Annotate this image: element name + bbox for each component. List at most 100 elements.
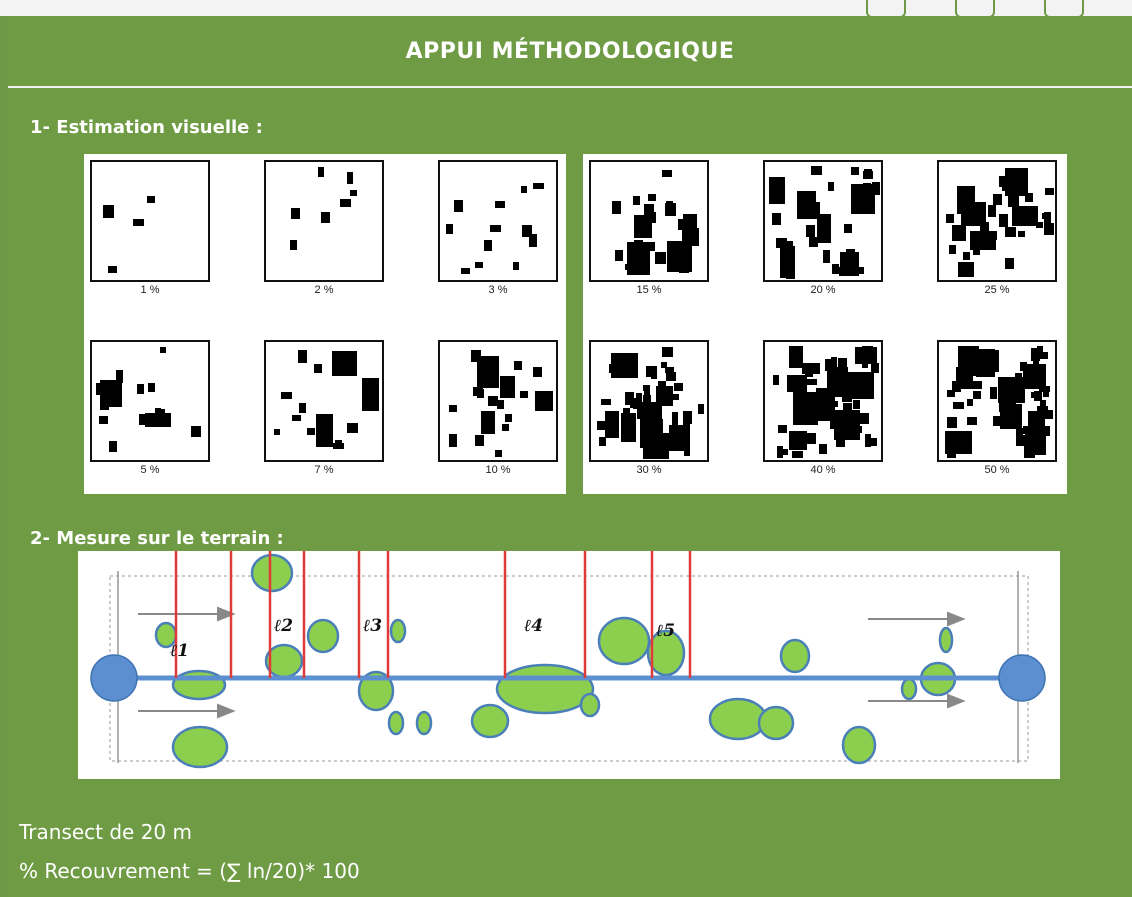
cover-patch [662, 347, 673, 357]
cover-patch [988, 205, 996, 217]
cover-patch [648, 194, 656, 201]
cover-patch [672, 412, 678, 425]
section-2-label: Mesure sur le terrain : [56, 528, 283, 549]
cover-patch [658, 381, 666, 393]
cover-patch [970, 346, 976, 355]
cover-patch [321, 212, 330, 223]
segment-label-1: ℓ1 [170, 641, 189, 661]
cover-patch [953, 402, 964, 409]
cover-patch [856, 426, 862, 433]
coverage-label: 15 % [589, 284, 709, 296]
cover-patch [792, 451, 803, 458]
page-title: APPUI MÉTHODOLOGIQUE [406, 39, 735, 64]
cover-patch [665, 203, 676, 216]
cover-patch [839, 267, 848, 276]
cover-patch [318, 167, 324, 177]
cover-patch [350, 190, 357, 196]
coverage-square [90, 160, 210, 282]
section-1-label: Estimation visuelle : [56, 117, 263, 138]
coverage-square [264, 340, 384, 462]
segment-label-4: ℓ4 [524, 616, 543, 636]
cover-patch [987, 231, 997, 240]
coverage-example: 40 % [763, 340, 883, 480]
coverage-square [937, 160, 1057, 282]
cover-patch [535, 391, 553, 411]
cover-patch [643, 433, 669, 459]
cover-patch [298, 350, 307, 363]
transect-end-marker [999, 655, 1045, 701]
coverage-example: 2 % [264, 160, 384, 300]
coverage-square [589, 160, 709, 282]
cover-patch [1005, 258, 1014, 269]
transect-length-text: Transect de 20 m [19, 820, 192, 844]
cover-patch [954, 441, 962, 454]
cover-patch [1008, 194, 1019, 207]
cover-patch [854, 377, 861, 385]
cover-patch [787, 375, 807, 392]
cover-patch [834, 374, 845, 385]
cover-patch [615, 250, 623, 261]
section-2-title: 2- Mesure sur le terrain : [30, 528, 284, 549]
cover-patch [805, 368, 813, 377]
cover-patch [597, 421, 608, 430]
cover-patch [778, 449, 788, 455]
cover-patch [674, 383, 683, 391]
cover-patch [638, 217, 646, 225]
cover-patch [139, 414, 145, 425]
cover-patch [533, 367, 542, 377]
cover-patch [495, 201, 505, 208]
transect-svg: ℓ1 ℓ2 ℓ3 ℓ4 ℓ5 [78, 551, 1060, 779]
cover-patch [1020, 362, 1027, 371]
cover-patch [609, 364, 618, 373]
cover-patch [274, 429, 280, 435]
top-strip [0, 0, 1132, 16]
cover-patch [863, 183, 871, 194]
coverage-example: 3 % [438, 160, 558, 300]
estimation-grid-low: 1 %2 %3 %5 %7 %10 % [84, 154, 566, 494]
cover-patch [1007, 180, 1016, 193]
cover-patch [949, 245, 956, 254]
cover-patch [1023, 210, 1031, 218]
cover-patch [993, 194, 1002, 205]
cover-patch [813, 207, 820, 219]
cover-patch [364, 384, 370, 397]
cover-patch [648, 242, 655, 251]
cover-patch [481, 411, 495, 434]
coverage-square [438, 340, 558, 462]
cover-patch [853, 267, 864, 274]
segment-label-3: ℓ3 [363, 616, 382, 636]
cover-patch [1002, 390, 1011, 396]
cover-patch [1016, 428, 1023, 438]
cover-patch [116, 370, 123, 383]
section-2-number: 2- [30, 528, 50, 549]
cover-patch [776, 238, 787, 248]
cover-patch [678, 254, 685, 261]
coverage-square [90, 340, 210, 462]
coverage-label: 1 % [90, 284, 210, 296]
cover-patch [832, 264, 839, 274]
shrubs [156, 555, 955, 767]
cover-patch [291, 208, 300, 219]
cover-patch [643, 385, 650, 391]
cover-patch [1023, 426, 1034, 434]
cover-patch [347, 423, 358, 433]
cover-patch [967, 417, 977, 425]
cover-patch [502, 424, 509, 431]
cover-patch [946, 214, 954, 223]
cover-patch [634, 240, 643, 251]
cover-patch [990, 387, 997, 399]
cover-patch [292, 415, 301, 421]
cover-patch [99, 416, 108, 424]
cover-patch [533, 183, 544, 189]
coverage-example: 7 % [264, 340, 384, 480]
transect-start-marker [91, 655, 137, 701]
transect-diagram: ℓ1 ℓ2 ℓ3 ℓ4 ℓ5 [78, 551, 1060, 779]
cover-patch [488, 396, 498, 406]
coverage-label: 5 % [90, 464, 210, 476]
cover-patch [454, 200, 463, 212]
cover-patch [679, 265, 689, 273]
cover-patch [477, 389, 484, 398]
cover-patch [191, 426, 201, 437]
cover-patch [844, 224, 852, 233]
coverage-example: 1 % [90, 160, 210, 300]
